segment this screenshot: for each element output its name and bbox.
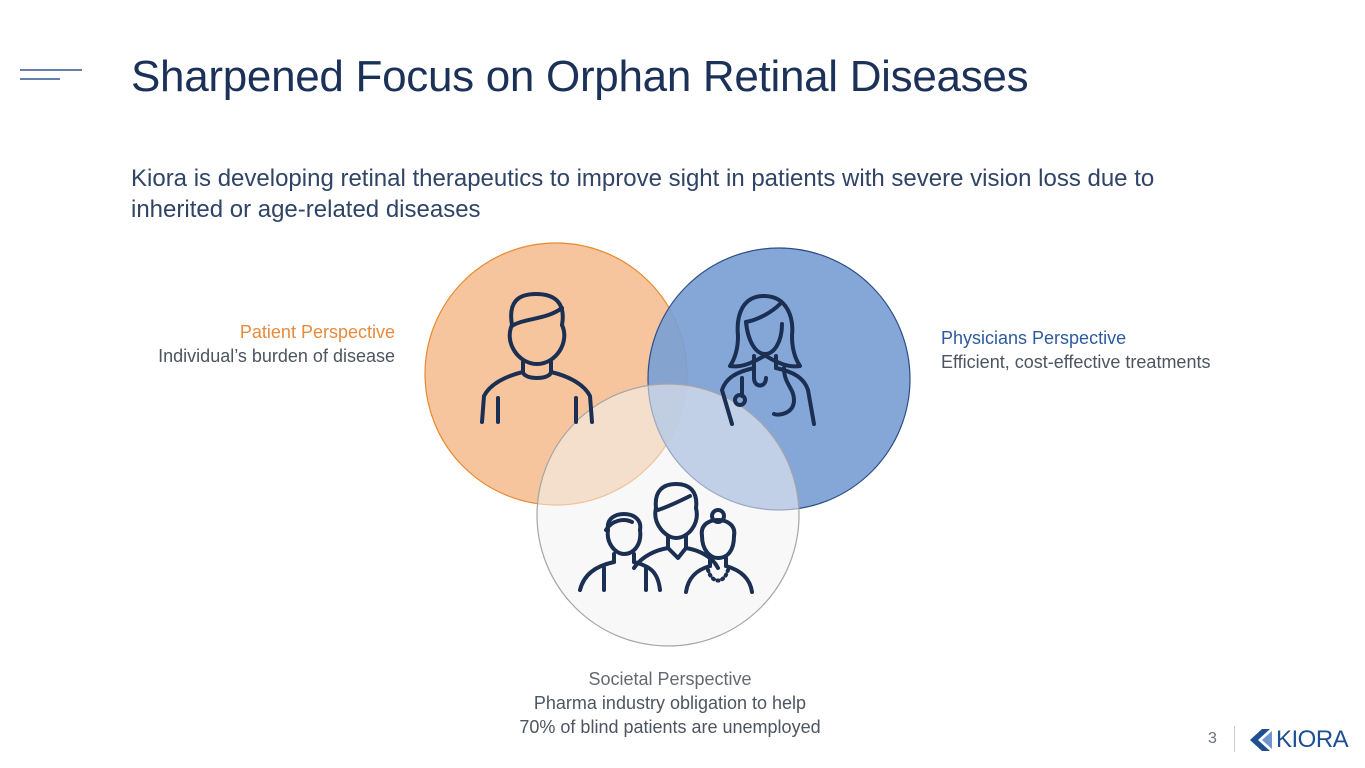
physician-perspective-heading: Physicians Perspective <box>941 328 1127 348</box>
patient-perspective-desc: Individual’s burden of disease <box>158 346 395 366</box>
kiora-logo-text: KIORA <box>1276 726 1349 753</box>
societal-perspective-line-1: Pharma industry obligation to help <box>533 693 807 713</box>
kiora-logo-icon <box>1250 729 1272 751</box>
decorative-lines <box>20 69 82 80</box>
societal-perspective: Societal Perspective Pharma industry obl… <box>440 667 900 739</box>
doctor-icon <box>720 294 816 426</box>
physician-perspective-desc: Efficient, cost-effective treatments <box>941 352 1211 372</box>
patient-perspective-heading: Patient Perspective <box>239 322 395 342</box>
societal-perspective-line-2: 70% of blind patients are unemployed <box>519 717 821 737</box>
page-title: Sharpened Focus on Orphan Retinal Diseas… <box>131 52 1029 101</box>
person-icon <box>480 292 594 424</box>
page-subtitle: Kiora is developing retinal therapeutics… <box>131 165 1155 223</box>
venn-diagram <box>424 242 911 647</box>
patient-perspective: Patient Perspective Individual’s burden … <box>158 320 395 368</box>
family-icon <box>578 482 754 594</box>
physician-perspective: Physicians Perspective Efficient, cost-e… <box>941 326 1210 374</box>
page-number: 3 <box>1208 730 1217 747</box>
societal-perspective-heading: Societal Perspective <box>588 669 752 689</box>
footer-divider <box>1234 726 1235 752</box>
